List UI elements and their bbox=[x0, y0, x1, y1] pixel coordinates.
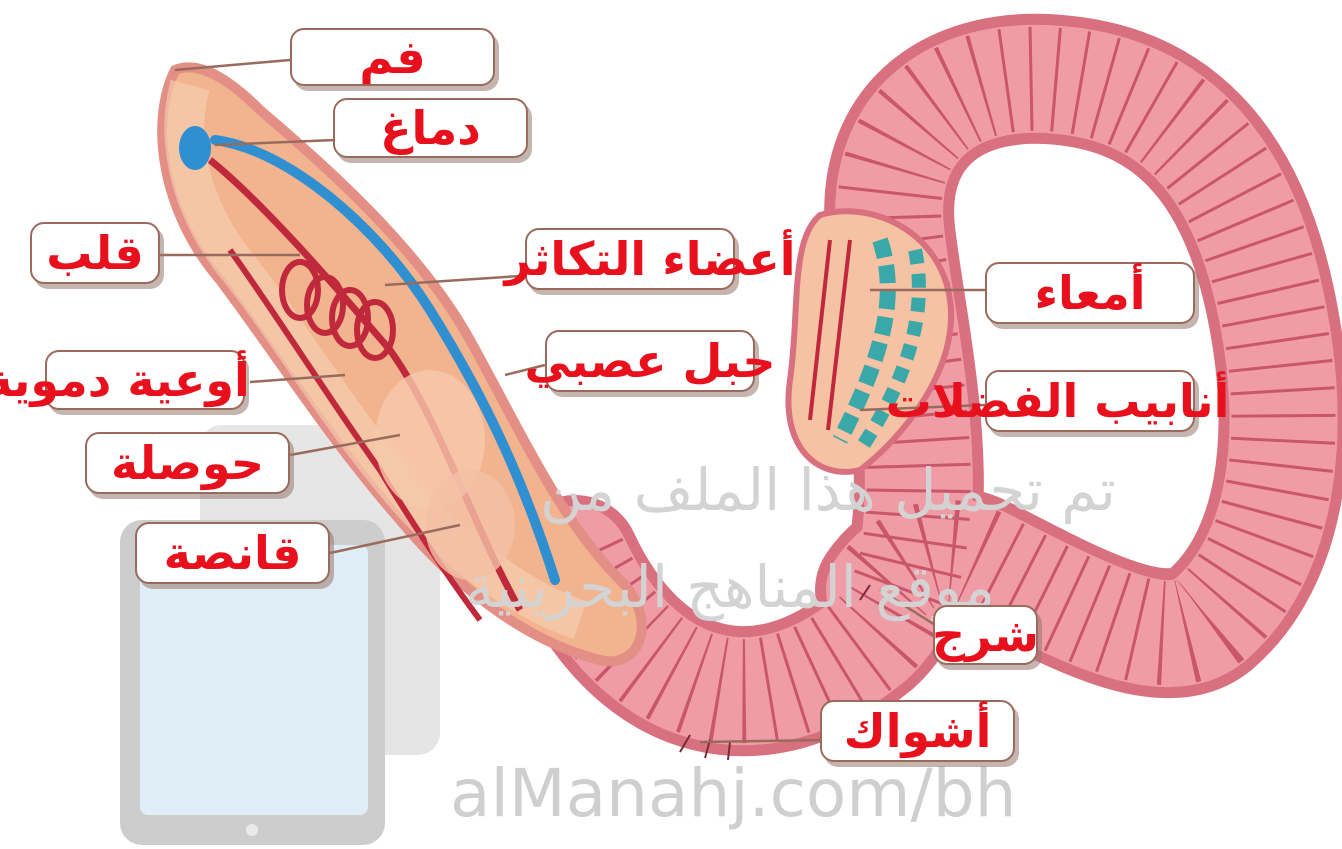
label-reproductive-organs: أعضاء التكاثر bbox=[525, 228, 735, 290]
label-anus: شرج bbox=[933, 605, 1038, 665]
label-nerve-cord: حبل عصبي bbox=[545, 330, 755, 392]
watermark-line1: تم تحميل هذا الملف من bbox=[540, 456, 1116, 524]
label-crop: حوصلة bbox=[85, 432, 290, 494]
watermark-site: alManahj.com/bh bbox=[450, 755, 1017, 832]
watermark-line2: موقع المناهج البحرينية bbox=[465, 553, 995, 621]
label-excretory-tubes: أنابيب الفضلات bbox=[985, 370, 1195, 432]
label-brain: دماغ bbox=[333, 98, 528, 158]
label-setae: أشواك bbox=[820, 700, 1015, 762]
label-heart: قلب bbox=[30, 222, 160, 284]
label-intestine: أمعاء bbox=[985, 262, 1195, 324]
label-blood-vessels: أوعية دموية bbox=[45, 350, 245, 410]
label-mouth: فم bbox=[290, 28, 495, 86]
label-gizzard: قانصة bbox=[135, 522, 330, 584]
